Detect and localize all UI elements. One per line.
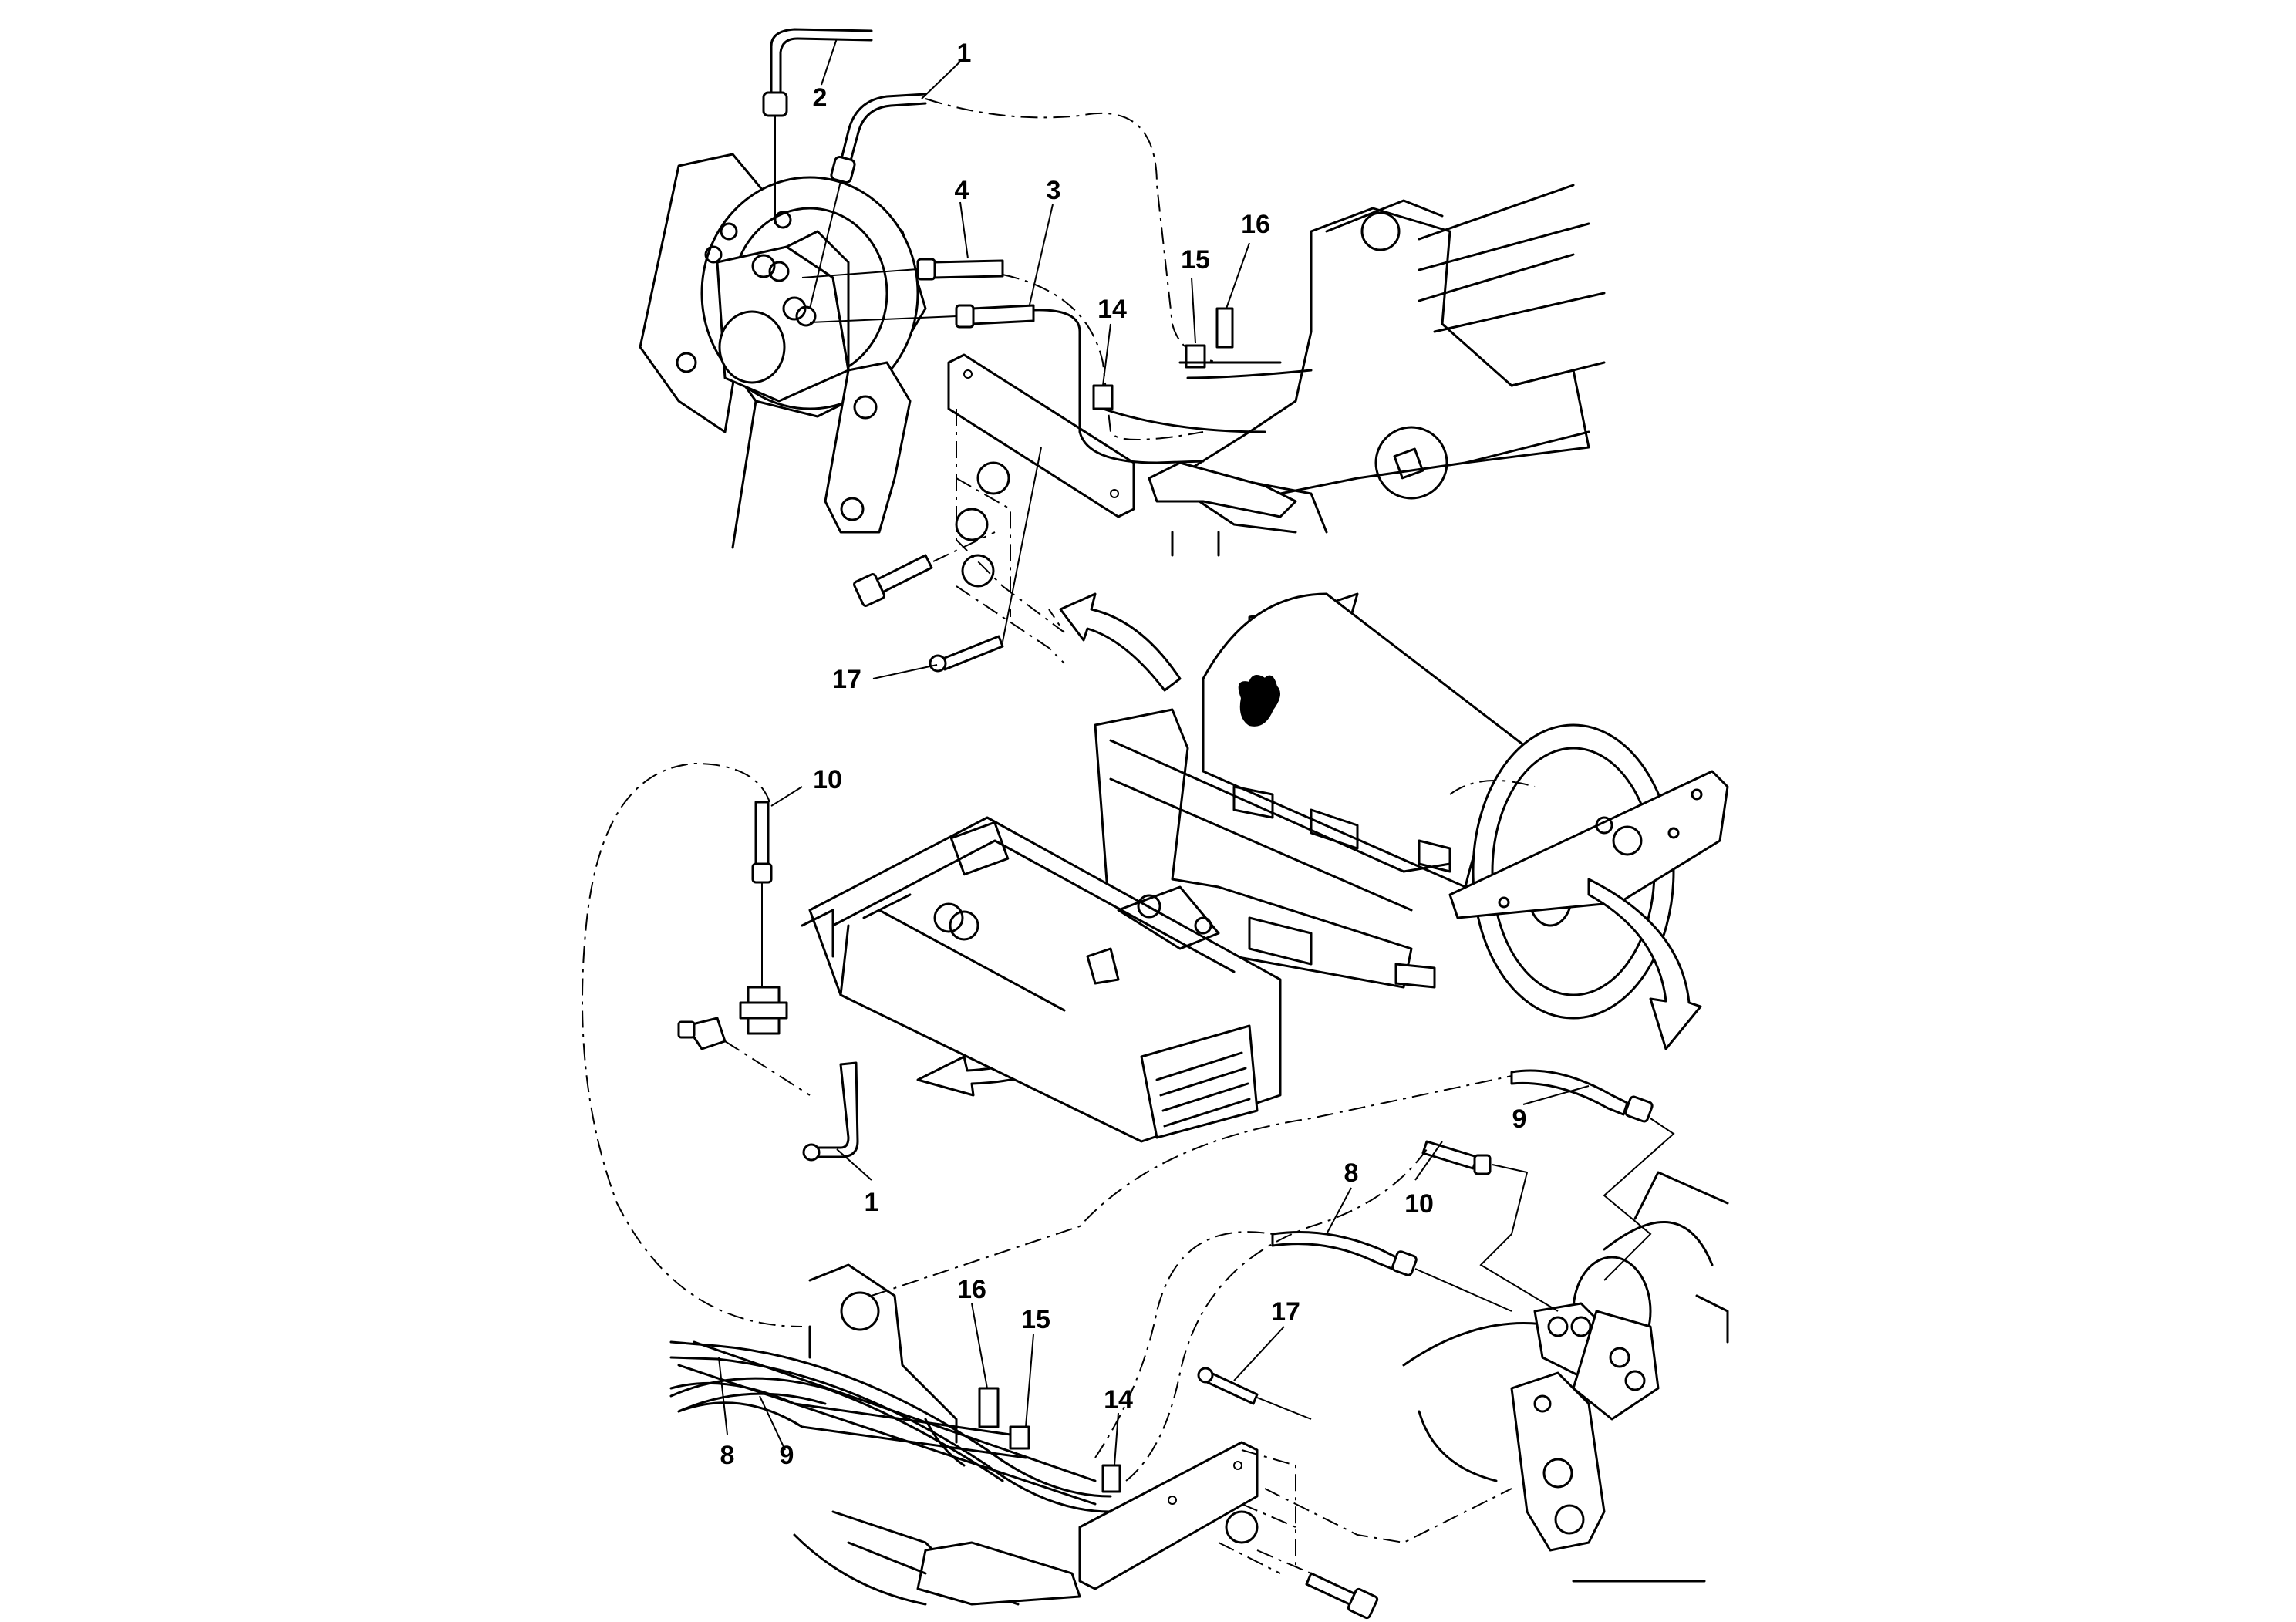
bottom-drive-motor xyxy=(1402,1171,1729,1552)
callout-17-top: 17 xyxy=(832,665,861,694)
arrow-to-top xyxy=(1059,592,1182,692)
callout-labels: 1 2 3 4 14 15 16 17 10 1 9 8 10 16 15 17… xyxy=(720,39,1527,1470)
fitting-4 xyxy=(932,259,1004,279)
hose-8-right xyxy=(1271,1231,1397,1270)
fitting-3 xyxy=(970,304,1035,325)
hose-8-bottom xyxy=(669,1340,1112,1513)
bottom-frame xyxy=(669,1263,1379,1620)
middle-assembly xyxy=(582,592,1729,1327)
base-frame xyxy=(801,816,1282,1143)
clamp-15 xyxy=(1185,344,1206,369)
bottom-assembly xyxy=(669,1069,1729,1620)
hose-9-bottom xyxy=(669,1377,1004,1482)
callout-1-top: 1 xyxy=(957,39,972,68)
callout-2-top: 2 xyxy=(813,83,828,113)
leader-lines xyxy=(718,38,1590,1466)
clamp-15-bottom xyxy=(1009,1425,1030,1450)
top-bracket-plate xyxy=(947,353,1135,518)
bottom-bolt xyxy=(1305,1572,1359,1607)
callout-15-top: 15 xyxy=(1181,245,1210,275)
bottom-bracket-plate xyxy=(1078,1441,1259,1590)
callout-3-top: 3 xyxy=(1047,176,1061,205)
clamp-16 xyxy=(1215,307,1234,349)
arrow-to-right xyxy=(1587,878,1702,1050)
hose-9-right xyxy=(1510,1069,1629,1116)
callout-4-top: 4 xyxy=(955,176,969,205)
callout-9-bottom: 9 xyxy=(780,1441,794,1470)
fitting-10-bottom xyxy=(1421,1140,1478,1170)
hose-1-mid xyxy=(816,1061,859,1158)
callout-10-bottom: 10 xyxy=(1404,1189,1434,1219)
callout-8-right: 8 xyxy=(1344,1158,1359,1188)
bottom-pin-17 xyxy=(1205,1371,1259,1405)
callout-10-mid: 10 xyxy=(813,765,842,794)
hose-1 xyxy=(839,93,927,164)
callout-15-bottom: 15 xyxy=(1021,1305,1050,1334)
bottom-arm xyxy=(1510,1371,1606,1552)
drum-side-plate xyxy=(1448,770,1729,919)
frame-bore xyxy=(1360,211,1401,251)
top-bar xyxy=(1148,461,1297,518)
fitting-10-mid xyxy=(754,801,770,865)
clamp-14 xyxy=(1092,384,1114,410)
top-lower-bracket xyxy=(956,409,1065,633)
top-frame-member xyxy=(1186,207,1590,495)
callout-16-bottom: 16 xyxy=(957,1275,986,1304)
top-pin-17 xyxy=(939,635,1004,671)
top-assembly xyxy=(639,28,1606,673)
hose-2 xyxy=(770,28,873,94)
callout-1-mid: 1 xyxy=(865,1188,879,1217)
frame-cap xyxy=(1374,426,1448,500)
top-route-hose-1 xyxy=(925,98,1280,363)
lifting-point-symbol xyxy=(1238,675,1280,727)
callout-9-right: 9 xyxy=(1512,1104,1527,1134)
callout-14-top: 14 xyxy=(1097,295,1127,324)
callout-16-top: 16 xyxy=(1241,210,1270,239)
top-arm xyxy=(824,361,912,534)
callout-14-bottom: 14 xyxy=(1104,1385,1133,1415)
callout-8-bottom: 8 xyxy=(720,1441,735,1470)
drum xyxy=(1094,592,1729,1020)
top-drive-motor xyxy=(639,153,927,549)
clamp-14-bottom xyxy=(1101,1464,1121,1493)
clamp-16-bottom xyxy=(978,1387,1000,1428)
callout-17-bottom: 17 xyxy=(1271,1297,1300,1327)
